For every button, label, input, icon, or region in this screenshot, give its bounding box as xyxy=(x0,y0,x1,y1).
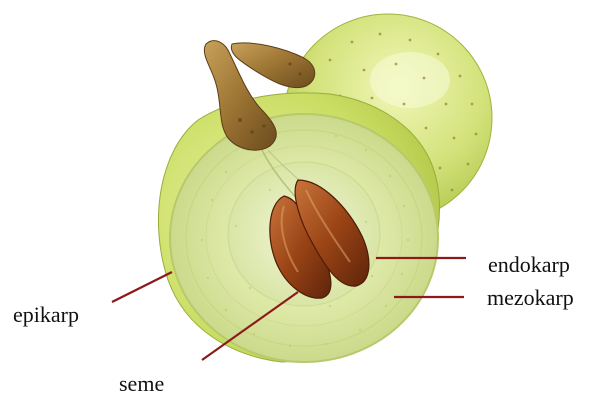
label-mezokarp: mezokarp xyxy=(487,287,574,309)
label-endokarp: endokarp xyxy=(488,254,570,276)
stem-back xyxy=(231,43,314,88)
label-epikarp: epikarp xyxy=(13,304,79,326)
leader-line-epikarp xyxy=(112,272,172,302)
label-seme: seme xyxy=(119,373,164,395)
